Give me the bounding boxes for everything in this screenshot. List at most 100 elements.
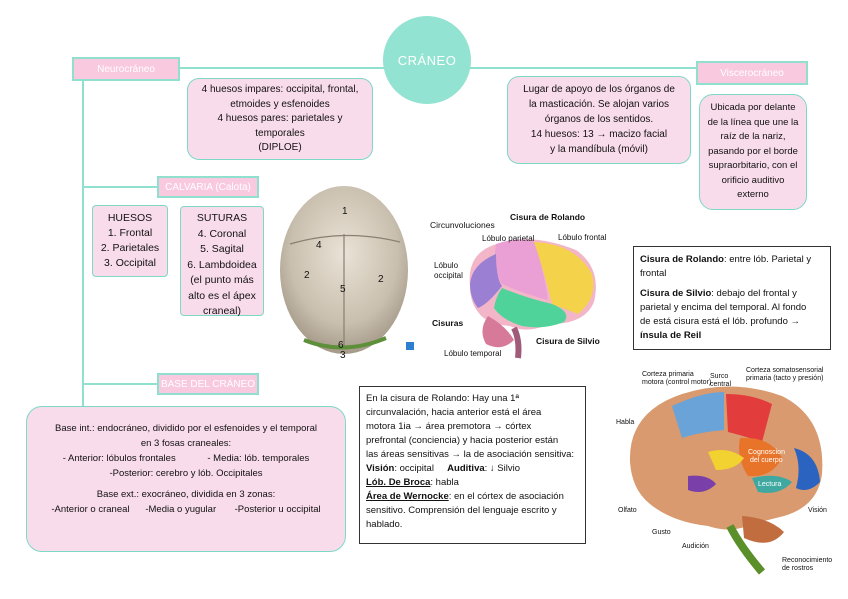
text-line: - Anterior: lóbulos frontales - Media: l… xyxy=(62,453,310,464)
text-line: Ubicada por delante xyxy=(710,102,796,113)
rolando-label: Cisura de Rolando xyxy=(510,212,585,222)
cerebellum xyxy=(482,316,514,348)
text-line: 14 huesos: 13 → macizo facial xyxy=(530,129,668,140)
text-line: 4 huesos impares: occipital, frontal, xyxy=(201,84,359,95)
text-line: Lugar de apoyo de los órganos de xyxy=(523,84,675,95)
skull-number: 2 xyxy=(378,274,384,285)
silvio-text: parietal y encima del temporal. Al fondo xyxy=(640,302,807,313)
list-item: craneal) xyxy=(203,305,241,317)
skull-number: 2 xyxy=(304,270,310,281)
huesos-box: HUESOS 1. Frontal 2. Parietales 3. Occip… xyxy=(92,205,168,277)
skull-number: 5 xyxy=(340,284,346,295)
connector-line xyxy=(82,383,158,385)
skull-number: 6 xyxy=(338,340,344,351)
rolando-text: frontal xyxy=(640,268,667,279)
occipital-label: Lóbulo xyxy=(434,261,459,270)
brain-functions-illustration: Corteza primaria motora (control motor) … xyxy=(612,366,836,578)
list-item: 2. Parietales xyxy=(100,242,160,254)
label-calvaria-text: CALVARIA (Calota) xyxy=(165,181,251,193)
hearing-label: Audición xyxy=(682,543,709,550)
central-sulcus-label: central xyxy=(710,381,731,388)
list-item: 1. Frontal xyxy=(107,227,153,239)
text-line: circunvalación, hacia anterior está el á… xyxy=(366,407,542,418)
text-line: en 3 fosas craneales: xyxy=(140,438,232,449)
brain-lobes-illustration: Circunvoluciones Cisura de Rolando Lóbul… xyxy=(426,208,610,360)
text-line: -Anterior o craneal -Media o yugular -Po… xyxy=(51,504,321,515)
insula-term: ínsula de Reil xyxy=(640,330,702,341)
reading-region xyxy=(752,475,792,493)
occipital-bone-marker xyxy=(303,336,387,350)
parietal-lobe xyxy=(494,239,548,300)
motor-label: Corteza primaria xyxy=(642,371,694,378)
brainstem xyxy=(511,326,522,359)
connector-line xyxy=(179,67,385,69)
silvio-definition: Cisura de Silvio: debajo del frontal y p… xyxy=(640,287,824,343)
viscerocraneo-location-description: Ubicada por delante de la línea que une … xyxy=(699,94,807,210)
somatosensory-label: primaria (tacto y presión) xyxy=(746,375,823,382)
motor-cortex-region xyxy=(672,392,724,438)
broca-text: : habla xyxy=(430,477,459,488)
rolando-text: : entre lób. Parietal y xyxy=(723,254,812,265)
list-item: 4. Coronal xyxy=(197,227,247,240)
text-line: (DIPLOE) xyxy=(258,142,302,153)
silvio-label: Cisura de Silvio xyxy=(536,336,600,346)
text-line: prefrontal (conciencia) y hacia posterio… xyxy=(366,435,559,446)
page-title: CRÁNEO xyxy=(397,52,457,68)
text-line: orificio auditivo xyxy=(721,174,785,186)
motor-label: motora (control motor) xyxy=(642,379,711,386)
silvio-text: de está cisura está el lób. profundo → xyxy=(640,316,801,327)
vision-label: Visión xyxy=(808,507,827,514)
speech-label: Habla xyxy=(616,419,634,426)
central-sulcus-label: Surco xyxy=(710,373,728,380)
rolando-term: Cisura de Rolando xyxy=(640,254,724,265)
skull-number: 1 xyxy=(342,206,348,217)
occipital-label: occipital xyxy=(434,271,463,280)
smell-label: Olfato xyxy=(618,507,637,514)
rolando-definition: Cisura de Rolando: entre lób. Parietal y… xyxy=(640,253,824,281)
connector-line xyxy=(82,186,158,188)
cognition-label: Cognoscion xyxy=(748,449,785,456)
auditiva-text: : ↓ Silvio xyxy=(484,463,521,474)
text-line: sensitivo. Comprensión del lenguaje escr… xyxy=(366,505,557,516)
viscerocraneo-function-description: Lugar de apoyo de los órganos de la mast… xyxy=(507,76,691,164)
list-item: alto es el ápex xyxy=(188,289,256,302)
frontal-label: Lóbulo frontal xyxy=(558,233,607,242)
text-line: hablado. xyxy=(366,519,403,530)
image-badge xyxy=(406,342,414,350)
text-line: Área de Wernocke: en el córtex de asocia… xyxy=(366,490,579,504)
broca-term: Lób. De Broca xyxy=(366,477,431,488)
wernicke-text: : en el córtex de asociación xyxy=(448,491,564,502)
text-line: Base ext.: exocráneo, dividida en 3 zona… xyxy=(96,489,276,500)
speech-region xyxy=(708,450,744,470)
connector-line xyxy=(82,383,84,408)
vision-region xyxy=(794,448,820,490)
huesos-title: HUESOS xyxy=(107,212,153,224)
auditory-region xyxy=(688,475,716,492)
label-calvaria: CALVARIA (Calota) xyxy=(157,176,259,198)
list-item: 3. Occipital xyxy=(104,257,156,269)
auditiva-term: Auditiva xyxy=(447,463,485,474)
silvio-text: : debajo del frontal y xyxy=(711,288,797,299)
text-line: temporales xyxy=(255,127,305,139)
label-neurocraneo-text: Neurocráneo xyxy=(97,63,155,75)
somatosensory-label: Corteza somatosensorial xyxy=(746,367,824,374)
suturas-title: SUTURAS xyxy=(196,212,248,224)
vision-text: : occipital xyxy=(394,463,434,474)
list-item: 6. Lambdoidea xyxy=(187,258,257,271)
cognition-label: del cuerpo xyxy=(750,457,783,464)
text-line: Visión: occipital Auditiva: ↓ Silvio xyxy=(366,462,579,476)
text-line: Lób. De Broca: habla xyxy=(366,476,579,490)
temporal-label: Lóbulo temporal xyxy=(444,349,502,358)
cognition-region xyxy=(739,437,782,477)
text-line: etmoides y esfenoides xyxy=(230,98,330,110)
text-line: Base int.: endocráneo, dividido por el e… xyxy=(55,423,317,434)
text-line: las áreas sensitivas → la de asociación … xyxy=(366,449,575,460)
occipital-lobe xyxy=(470,254,502,308)
silvio-term: Cisura de Silvio xyxy=(640,288,712,299)
suturas-box: SUTURAS 4. Coronal 5. Sagital 6. Lambdoi… xyxy=(180,206,264,317)
connector-line xyxy=(470,67,696,69)
text-line: 4 huesos pares: parietales y xyxy=(217,113,343,124)
vision-term: Visión xyxy=(366,463,395,474)
text-line: -Posterior: cerebro y lób. Occipitales xyxy=(109,468,263,479)
text-line: En la cisura de Rolando: Hay una 1ª xyxy=(366,393,519,404)
